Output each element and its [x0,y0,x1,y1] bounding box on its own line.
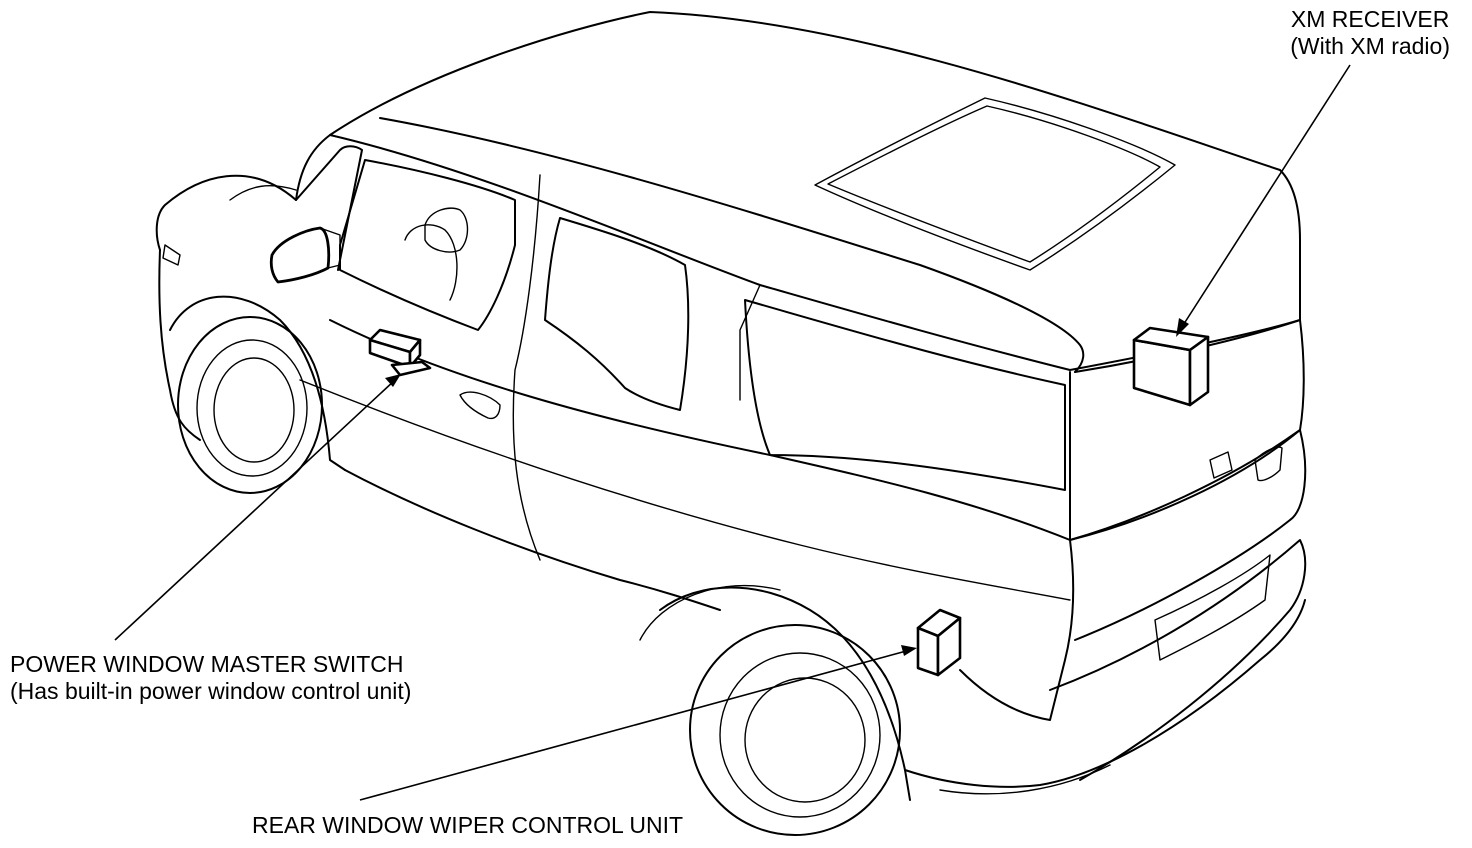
power-window-master-switch-callout: POWER WINDOW MASTER SWITCH (Has built-in… [10,651,411,705]
power-window-master-switch-title: POWER WINDOW MASTER SWITCH [10,651,404,677]
rear-window-wiper-control-unit-title: REAR WINDOW WIPER CONTROL UNIT [252,812,684,838]
rear-arch-lip [639,584,781,641]
front-door-window [339,159,516,331]
rear-bumper [1049,539,1307,781]
front-rim-outer [196,339,308,477]
rear-handle [1209,451,1233,479]
front-rim-inner [213,357,295,463]
side-mirror [269,226,331,284]
hood-line [229,185,297,201]
component-xm-receiver [1132,326,1210,407]
component-power-window-master-switch [368,328,432,377]
windshield-top [295,134,331,201]
arrow-power-window-master-switch [385,374,401,387]
roof-rear-edge [379,117,1085,373]
arrow-xm-receiver [1176,318,1189,337]
front-tire [177,316,323,494]
seat-back [404,224,458,301]
xm-receiver-note: (With XM radio) [1290,33,1450,59]
power-window-master-switch-note: (Has built-in power window control unit) [10,678,412,704]
rear-corner-edge [1054,371,1075,701]
rear-quarter-fender [959,669,1056,721]
license-plate [1154,554,1271,661]
front-headlight [162,244,181,266]
component-rear-window-wiper-control-unit [916,608,962,677]
side-crease [299,379,1071,601]
sunroof [814,97,1176,271]
mirror-base [319,227,341,269]
c-pillar [739,284,761,401]
rear-rim-inner [744,677,866,803]
rear-quarter-window [744,299,1066,491]
roof-outline [329,11,1301,371]
leader-xm-receiver [1179,64,1351,331]
rear-lower-panel [1069,429,1307,641]
arrow-rear-window-wiper-control-unit [901,645,917,656]
beltline [329,319,1071,541]
door-handle [459,391,501,420]
hood [155,174,297,251]
rear-rim-outer [719,652,881,818]
vehicle-body [155,11,1307,836]
leader-rear-window-wiper-control-unit [359,649,911,801]
front-fender [158,249,201,441]
bumper-lower [904,599,1306,788]
xm-receiver-title: XM RECEIVER [1290,6,1450,32]
rear-door-window [544,217,690,411]
front-wheel-arch [169,295,346,471]
sunroof-inner [827,105,1161,263]
leader-power-window-master-switch [114,379,396,641]
rear-tire [689,624,901,836]
leader-lines [114,64,1351,801]
bumper-bottom [939,764,1111,795]
rear-light [1254,446,1283,482]
xm-receiver-callout: XM RECEIVER (With XM radio) [1290,6,1450,60]
a-pillar [295,145,363,271]
b-pillar [512,174,541,561]
seat-headrest [424,207,469,253]
rear-window-wiper-control-unit-callout: REAR WINDOW WIPER CONTROL UNIT [252,812,683,839]
